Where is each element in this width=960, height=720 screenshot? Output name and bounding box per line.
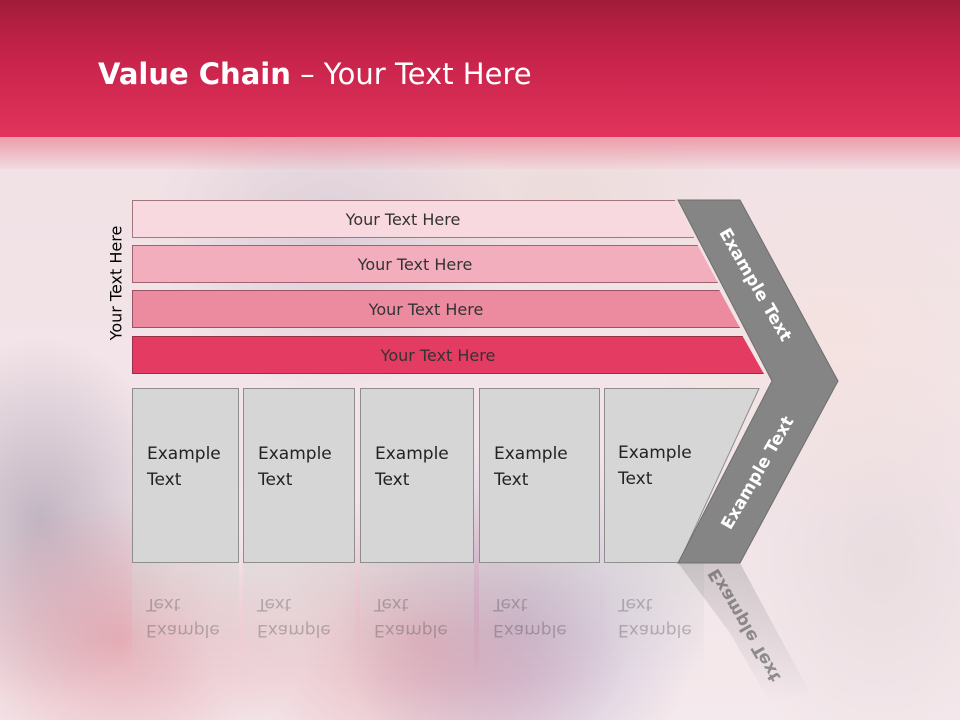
primary-box-1[interactable]: Example Text: [132, 388, 239, 563]
primary-box-3[interactable]: Example Text: [360, 388, 474, 563]
primary-box-4-label: Example Text: [494, 444, 568, 490]
slide-title[interactable]: Value Chain – Your Text Here: [98, 54, 532, 94]
primary-box-4[interactable]: Example Text: [479, 388, 600, 563]
box-1-reflection-label: Example Text: [146, 594, 220, 640]
header-fade: [0, 137, 960, 169]
support-row-3-label: Your Text Here: [368, 299, 484, 319]
side-label-text: Your Text Here: [106, 225, 126, 341]
primary-box-2-label: Example Text: [258, 444, 332, 490]
box-2-reflection: Example Text: [243, 563, 355, 683]
support-row-1-label: Your Text Here: [345, 209, 461, 229]
margin-chevron[interactable]: [670, 198, 846, 568]
header-band: [0, 0, 960, 137]
support-row-3[interactable]: Your Text Here: [132, 290, 740, 328]
primary-box-1-label: Example Text: [147, 444, 221, 490]
primary-box-5-label: Example Text: [618, 443, 692, 489]
side-label[interactable]: Your Text Here: [98, 208, 134, 358]
box-4-reflection: Example Text: [479, 563, 600, 683]
support-row-2-label: Your Text Here: [357, 254, 473, 274]
primary-box-2[interactable]: Example Text: [243, 388, 355, 563]
box-3-reflection-label: Example Text: [374, 594, 448, 640]
box-4-reflection-label: Example Text: [493, 594, 567, 640]
chevron-reflection: [678, 563, 810, 703]
primary-box-3-label: Example Text: [375, 444, 449, 490]
support-row-2[interactable]: Your Text Here: [132, 245, 718, 283]
box-3-reflection: Example Text: [360, 563, 474, 683]
slide-title-bold: Value Chain: [98, 57, 291, 91]
box-2-reflection-label: Example Text: [257, 594, 331, 640]
support-row-4-label: Your Text Here: [380, 345, 496, 365]
box-1-reflection: Example Text: [132, 563, 239, 683]
margin-chevron-shape: [677, 199, 839, 564]
support-row-1[interactable]: Your Text Here: [132, 200, 694, 238]
slide-title-rest: – Your Text Here: [290, 57, 532, 91]
